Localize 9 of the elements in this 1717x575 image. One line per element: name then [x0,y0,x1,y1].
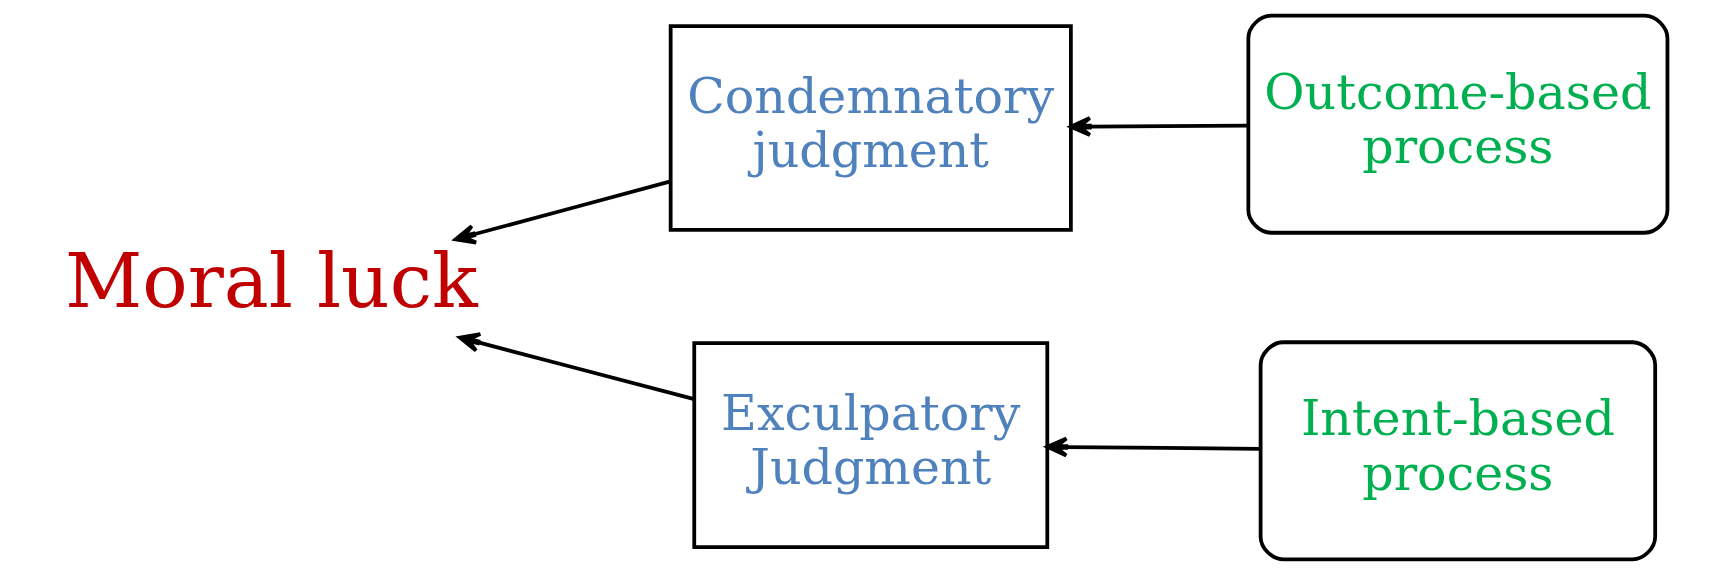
arrow [453,179,672,245]
node-box: Outcome-based process [1246,13,1670,235]
node-box: Intent-based process [1258,340,1658,562]
node-text: Moral luck [64,237,478,326]
node-box: Exculpatory Judgment [692,341,1050,549]
arrow [1069,116,1248,137]
node-box: Condemnatory judgment [668,24,1073,232]
arrow [458,332,695,401]
arrow [1045,436,1261,458]
